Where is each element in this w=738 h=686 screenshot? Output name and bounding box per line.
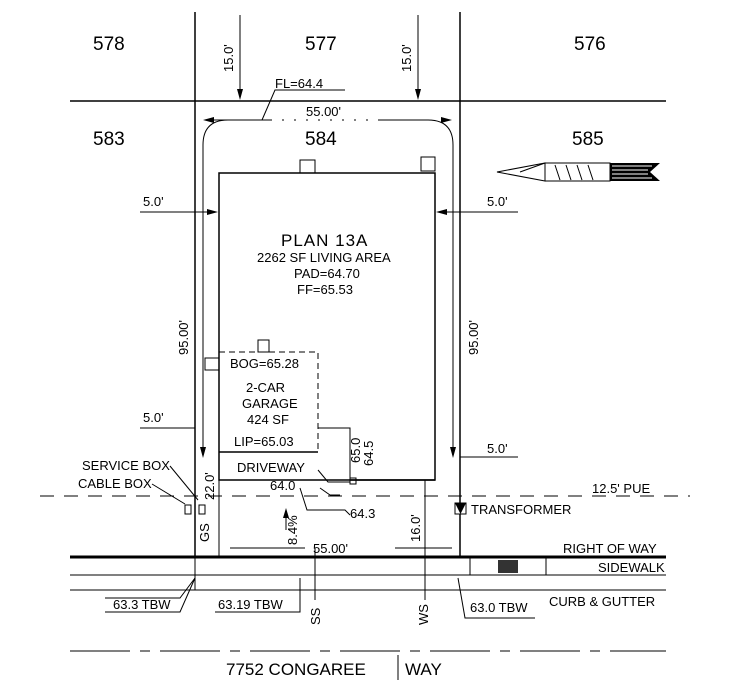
front-setback-house: 16.0' <box>408 514 423 542</box>
slope-label: 8.4% <box>285 515 300 545</box>
tbw-left: 63.3 TBW <box>113 597 171 612</box>
lot-585: 585 <box>572 129 604 150</box>
lot-583: 583 <box>93 129 125 150</box>
driveway-label: DRIVEWAY <box>237 460 305 475</box>
sidewalk-label: SIDEWALK <box>598 560 665 575</box>
bog-elevation: BOG=65.28 <box>230 356 299 371</box>
porch-outline <box>317 427 351 483</box>
ff-elevation: FF=65.53 <box>297 282 353 297</box>
lot-576: 576 <box>574 34 606 55</box>
street-name: 7752 CONGAREE <box>226 660 366 679</box>
side-setback-right-upper: 5.0' <box>487 194 508 209</box>
service-box-icon <box>198 504 206 515</box>
lip-elevation: LIP=65.03 <box>234 434 294 449</box>
side-setback-left-lower: 5.0' <box>143 410 164 425</box>
right-of-way-label: RIGHT OF WAY <box>563 541 657 556</box>
curb-gutter-label: CURB & GUTTER <box>549 594 655 609</box>
house-bump-top <box>299 159 316 174</box>
living-area: 2262 SF LIVING AREA <box>257 250 391 265</box>
grade-65-0: 65.0 <box>348 438 363 463</box>
rear-setback-left: 15.0' <box>221 44 236 72</box>
lot-578: 578 <box>93 34 125 55</box>
side-setback-left-upper: 5.0' <box>143 194 164 209</box>
house-bump-left <box>204 357 220 371</box>
width-rear-label: 55.00' <box>306 104 341 119</box>
tbw-center: 63.19 TBW <box>218 597 284 612</box>
tbw-right: 63.0 TBW <box>470 600 528 615</box>
street-suffix: WAY <box>405 660 442 679</box>
house-bump-right <box>420 156 436 172</box>
depth-right: 95.00' <box>466 320 481 355</box>
front-setback-garage: 22.0' <box>202 472 217 500</box>
plan-name: PLAN 13A <box>281 231 368 250</box>
grade-64-5: 64.5 <box>361 441 376 466</box>
ws-label: WS <box>416 604 431 625</box>
meter-box-icon <box>498 560 518 573</box>
ss-label: SS <box>308 607 323 625</box>
garage-area: 424 SF <box>247 412 289 427</box>
garage-line1: 2-CAR <box>246 380 285 395</box>
fl-label: FL=64.4 <box>275 76 323 91</box>
north-arrow-icon <box>496 162 660 182</box>
pue-label: 12.5' PUE <box>592 481 650 496</box>
service-box-label: SERVICE BOX <box>82 458 170 473</box>
lot-584: 584 <box>305 129 337 150</box>
depth-left: 95.00' <box>176 320 191 355</box>
gs-label: GS <box>197 523 212 542</box>
cable-box-label: CABLE BOX <box>78 476 152 491</box>
side-setback-right-lower: 5.0' <box>487 441 508 456</box>
garage-line2: GARAGE <box>242 396 298 411</box>
garage-outline <box>219 351 319 452</box>
pad-elevation: PAD=64.70 <box>294 266 360 281</box>
transformer-label: TRANSFORMER <box>471 502 571 517</box>
grade-64-0: 64.0 <box>270 478 295 493</box>
house-outline <box>218 172 436 481</box>
cable-box-icon <box>184 504 192 515</box>
rear-setback-right: 15.0' <box>399 44 414 72</box>
lot-577: 577 <box>305 34 337 55</box>
grade-64-3: 64.3 <box>350 506 375 521</box>
width-front-label: 55.00' <box>313 541 348 556</box>
swale-right <box>380 119 454 450</box>
